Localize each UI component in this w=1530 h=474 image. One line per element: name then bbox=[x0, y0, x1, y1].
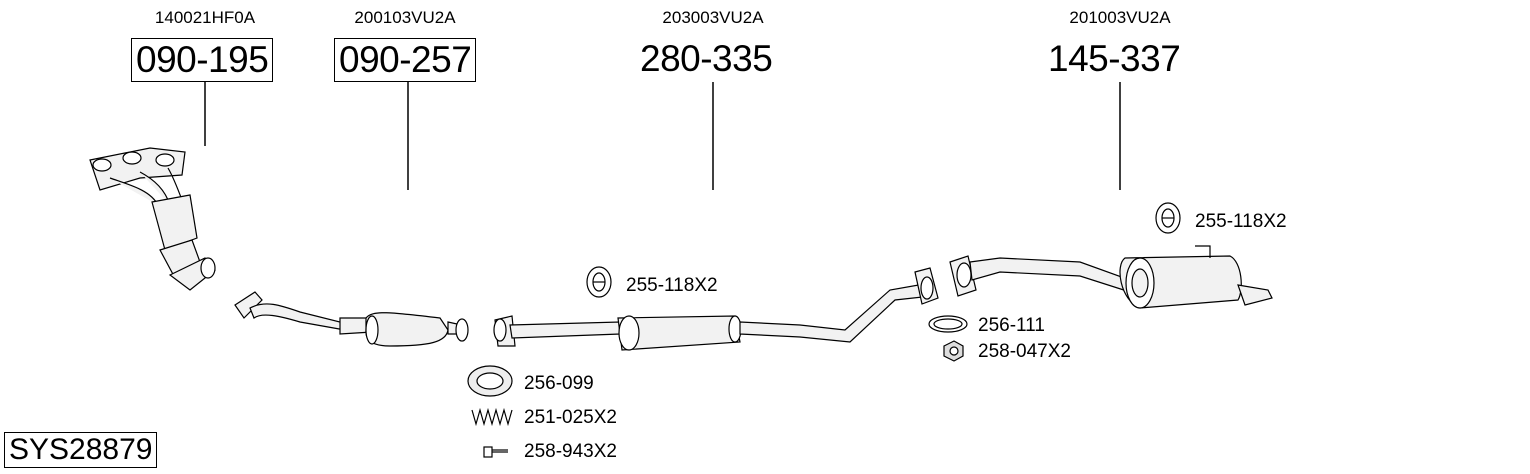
flat-gasket-icon bbox=[928, 315, 968, 333]
part-number-280-335[interactable]: 280-335 bbox=[640, 38, 773, 79]
part-number-145-337[interactable]: 145-337 bbox=[1048, 38, 1181, 79]
accessory-label-bolt[interactable]: 258-943X2 bbox=[524, 441, 617, 462]
accessory-label-flat-gasket[interactable]: 256-111 bbox=[978, 315, 1045, 336]
accessory-label-clamp-b[interactable]: 255-118X2 bbox=[1195, 211, 1287, 232]
accessory-label-nut[interactable]: 258-047X2 bbox=[978, 341, 1071, 362]
accessory-label-gasket-ring[interactable]: 256-099 bbox=[524, 373, 594, 394]
bolt-icon bbox=[483, 446, 508, 458]
system-code: SYS28879 bbox=[4, 432, 158, 468]
middle-pipe-drawing bbox=[493, 267, 939, 351]
oem-number-3: 203003VU2A bbox=[662, 8, 764, 27]
clamp-icon-b bbox=[1155, 202, 1181, 234]
accessory-label-clamp-a[interactable]: 255-118X2 bbox=[626, 275, 718, 296]
rear-silencer-drawing bbox=[949, 245, 1273, 309]
manifold-catalyst-drawing bbox=[89, 147, 216, 291]
part-number-090-257[interactable]: 090-257 bbox=[334, 38, 477, 82]
front-pipe-drawing bbox=[234, 291, 469, 347]
nut-icon bbox=[943, 340, 964, 362]
oem-number-2: 200103VU2A bbox=[354, 8, 456, 27]
oem-number-1: 140021HF0A bbox=[154, 8, 256, 27]
part-number-090-195[interactable]: 090-195 bbox=[131, 38, 274, 82]
spring-icon bbox=[471, 407, 513, 427]
clamp-icon-a bbox=[586, 266, 612, 298]
accessory-label-spring[interactable]: 251-025X2 bbox=[524, 407, 617, 428]
oem-number-4: 201003VU2A bbox=[1069, 8, 1171, 27]
gasket-ring-icon bbox=[467, 365, 513, 397]
